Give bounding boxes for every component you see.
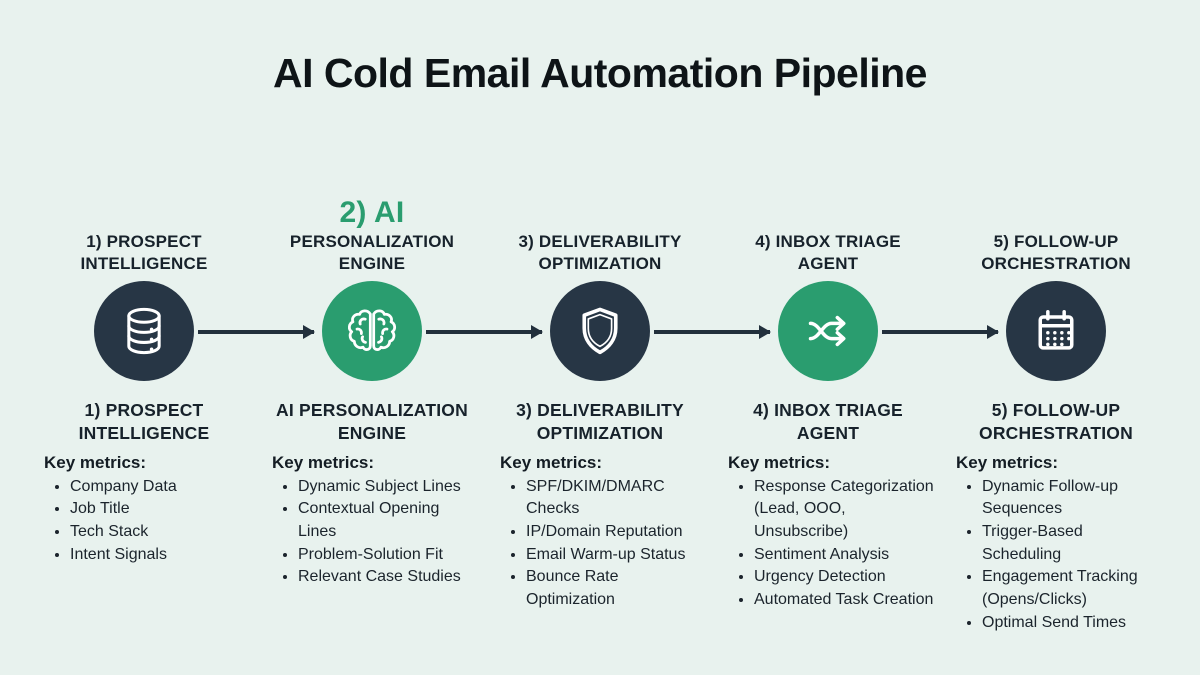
stage-4-icon-circle [778,281,878,381]
metric-item: Company Data [70,476,254,499]
metric-item: Engagement Tracking (Opens/Clicks) [982,566,1166,611]
stage-2-icon-zone [258,275,486,387]
metric-item: Relevant Case Studies [298,566,482,589]
stage-1-top-label: 1) PROSPECT INTELLIGENCE [30,169,258,275]
metric-item: Tech Stack [70,521,254,544]
metric-item: Dynamic Subject Lines [298,476,482,499]
stage-4-metrics: Key metrics: Response Categorization (Le… [714,453,942,612]
database-icon [127,307,161,355]
stage-3-bottom-label: 3) DELIVERABILITY OPTIMIZATION [486,399,714,445]
stage-1-metrics: Key metrics: Company DataJob TitleTech S… [30,453,258,567]
stage-4-bottom-heading: 4) INBOX TRIAGE AGENT [753,400,903,443]
stage-1-icon-zone [30,275,258,387]
stage-5-bottom-heading: 5) FOLLOW-UP ORCHESTRATION [979,400,1133,443]
metrics-list: Company DataJob TitleTech StackIntent Si… [44,476,254,567]
stage-3-metrics: Key metrics: SPF/DKIM/DMARC ChecksIP/Dom… [486,453,714,612]
stage-1-bottom-label: 1) PROSPECT INTELLIGENCE [30,399,258,445]
metric-item: Bounce Rate Optimization [526,566,710,611]
metric-item: Problem-Solution Fit [298,544,482,567]
metric-item: Contextual Opening Lines [298,498,482,543]
page-title: AI Cold Email Automation Pipeline [273,50,927,96]
stage-3-top-heading: 3) DELIVERABILITY OPTIMIZATION [518,231,682,273]
metrics-list: SPF/DKIM/DMARC ChecksIP/Domain Reputatio… [500,476,710,612]
stage-inbox-triage-agent: 4) INBOX TRIAGE AGENT 4) INBOX TRIAGE AG… [714,169,942,635]
stage-2-accent-number: 2) AI [339,196,405,230]
metric-item: Sentiment Analysis [754,544,938,567]
stage-3-bottom-heading: 3) DELIVERABILITY OPTIMIZATION [516,400,684,443]
stage-2-metrics: Key metrics: Dynamic Subject LinesContex… [258,453,486,590]
stage-3-top-label: 3) DELIVERABILITY OPTIMIZATION [486,169,714,275]
stage-deliverability-optimization: 3) DELIVERABILITY OPTIMIZATION 3) DELIVE… [486,169,714,635]
stage-4-bottom-label: 4) INBOX TRIAGE AGENT [714,399,942,445]
metrics-heading: Key metrics: [500,452,603,472]
metric-item: Response Categorization (Lead, OOO, Unsu… [754,476,938,544]
shield-icon [582,307,618,355]
stage-5-bottom-label: 5) FOLLOW-UP ORCHESTRATION [942,399,1170,445]
metric-item: SPF/DKIM/DMARC Checks [526,476,710,521]
stage-4-top-heading: 4) INBOX TRIAGE AGENT [755,231,901,273]
stage-1-icon-circle [94,281,194,381]
metric-item: Trigger-Based Scheduling [982,521,1166,566]
metrics-list: Response Categorization (Lead, OOO, Unsu… [728,476,938,612]
metrics-heading: Key metrics: [956,452,1059,472]
metrics-heading: Key metrics: [44,452,147,472]
stage-1-bottom-heading: 1) PROSPECT INTELLIGENCE [78,400,210,443]
metric-item: Optimal Send Times [982,612,1166,635]
metrics-list: Dynamic Follow-up SequencesTrigger-Based… [956,476,1166,635]
metrics-heading: Key metrics: [272,452,375,472]
stage-5-icon-circle [1006,281,1106,381]
metric-item: Dynamic Follow-up Sequences [982,476,1166,521]
stage-5-top-heading: 5) FOLLOW-UP ORCHESTRATION [981,231,1131,273]
shuffle-icon [808,315,846,347]
stage-5-top-label: 5) FOLLOW-UP ORCHESTRATION [942,169,1170,275]
stage-1-top-heading: 1) PROSPECT INTELLIGENCE [80,231,208,273]
stage-5-metrics: Key metrics: Dynamic Follow-up Sequences… [942,453,1170,635]
metric-item: Intent Signals [70,544,254,567]
metric-item: Urgency Detection [754,566,938,589]
stage-5-icon-zone [942,275,1170,387]
calendar-icon [1038,310,1074,350]
stage-2-icon-circle [322,281,422,381]
stage-follow-up-orchestration: 5) FOLLOW-UP ORCHESTRATION [942,169,1170,635]
stage-4-top-label: 4) INBOX TRIAGE AGENT [714,169,942,275]
stage-4-icon-zone [714,275,942,387]
stage-2-bottom-label: AI PERSONALIZATION ENGINE [258,399,486,445]
metrics-heading: Key metrics: [728,452,831,472]
metric-item: IP/Domain Reputation [526,521,710,544]
stage-prospect-intelligence: 1) PROSPECT INTELLIGENCE 1) PROSP [30,169,258,635]
stage-3-icon-zone [486,275,714,387]
metric-item: Email Warm-up Status [526,544,710,567]
stage-2-bottom-heading: AI PERSONALIZATION ENGINE [276,400,468,443]
pipeline: 1) PROSPECT INTELLIGENCE 1) PROSP [0,169,1200,635]
metric-item: Job Title [70,498,254,521]
metric-item: Automated Task Creation [754,589,938,612]
stage-2-top-heading-text: PERSONALIZATION ENGINE [289,231,455,273]
brain-icon [348,309,396,351]
stage-3-icon-circle [550,281,650,381]
metrics-list: Dynamic Subject LinesContextual Opening … [272,476,482,590]
